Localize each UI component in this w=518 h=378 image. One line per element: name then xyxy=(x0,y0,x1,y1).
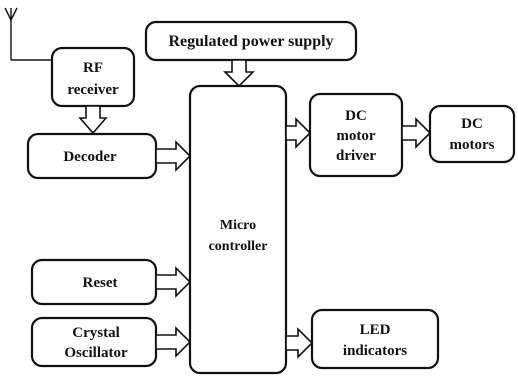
antenna-icon xyxy=(4,7,52,61)
led-label-line2: indicators xyxy=(343,343,407,359)
led-label-line1: LED xyxy=(360,322,391,338)
arrow-reset-to-microcontroller xyxy=(155,266,192,298)
power-supply-block xyxy=(144,20,358,62)
arrow-driver-to-motors xyxy=(401,117,432,149)
crystal-label-line1: Crystal xyxy=(72,325,120,341)
arrow-microcontroller-to-led xyxy=(285,327,314,359)
dc-motors-label-line2: motors xyxy=(450,137,495,153)
decoder-label: Decoder xyxy=(63,149,117,165)
dc-motors-block xyxy=(428,104,516,164)
microcontroller-label-line2: controller xyxy=(209,239,268,254)
crystal-label-line2: Oscillator xyxy=(64,345,128,361)
motor-driver-label-line1: DC xyxy=(345,108,367,124)
motor-driver-label-line3: driver xyxy=(336,148,376,164)
arrow-power-to-microcontroller xyxy=(223,59,255,88)
arrow-decoder-to-microcontroller xyxy=(155,140,192,172)
arrow-microcontroller-to-driver xyxy=(285,117,312,149)
arrow-rf-to-decoder xyxy=(78,105,108,135)
led-indicators-block xyxy=(310,308,440,370)
arrow-crystal-to-microcontroller xyxy=(155,326,192,358)
microcontroller-label-line1: Micro xyxy=(220,218,256,233)
motor-driver-label-line2: motor xyxy=(336,128,375,144)
rf-receiver-label-line1: RF xyxy=(83,60,103,76)
power-supply-label: Regulated power supply xyxy=(168,33,333,50)
rf-receiver-label-line2: receiver xyxy=(67,82,119,98)
reset-label: Reset xyxy=(83,275,118,291)
dc-motors-label-line1: DC xyxy=(461,116,483,132)
